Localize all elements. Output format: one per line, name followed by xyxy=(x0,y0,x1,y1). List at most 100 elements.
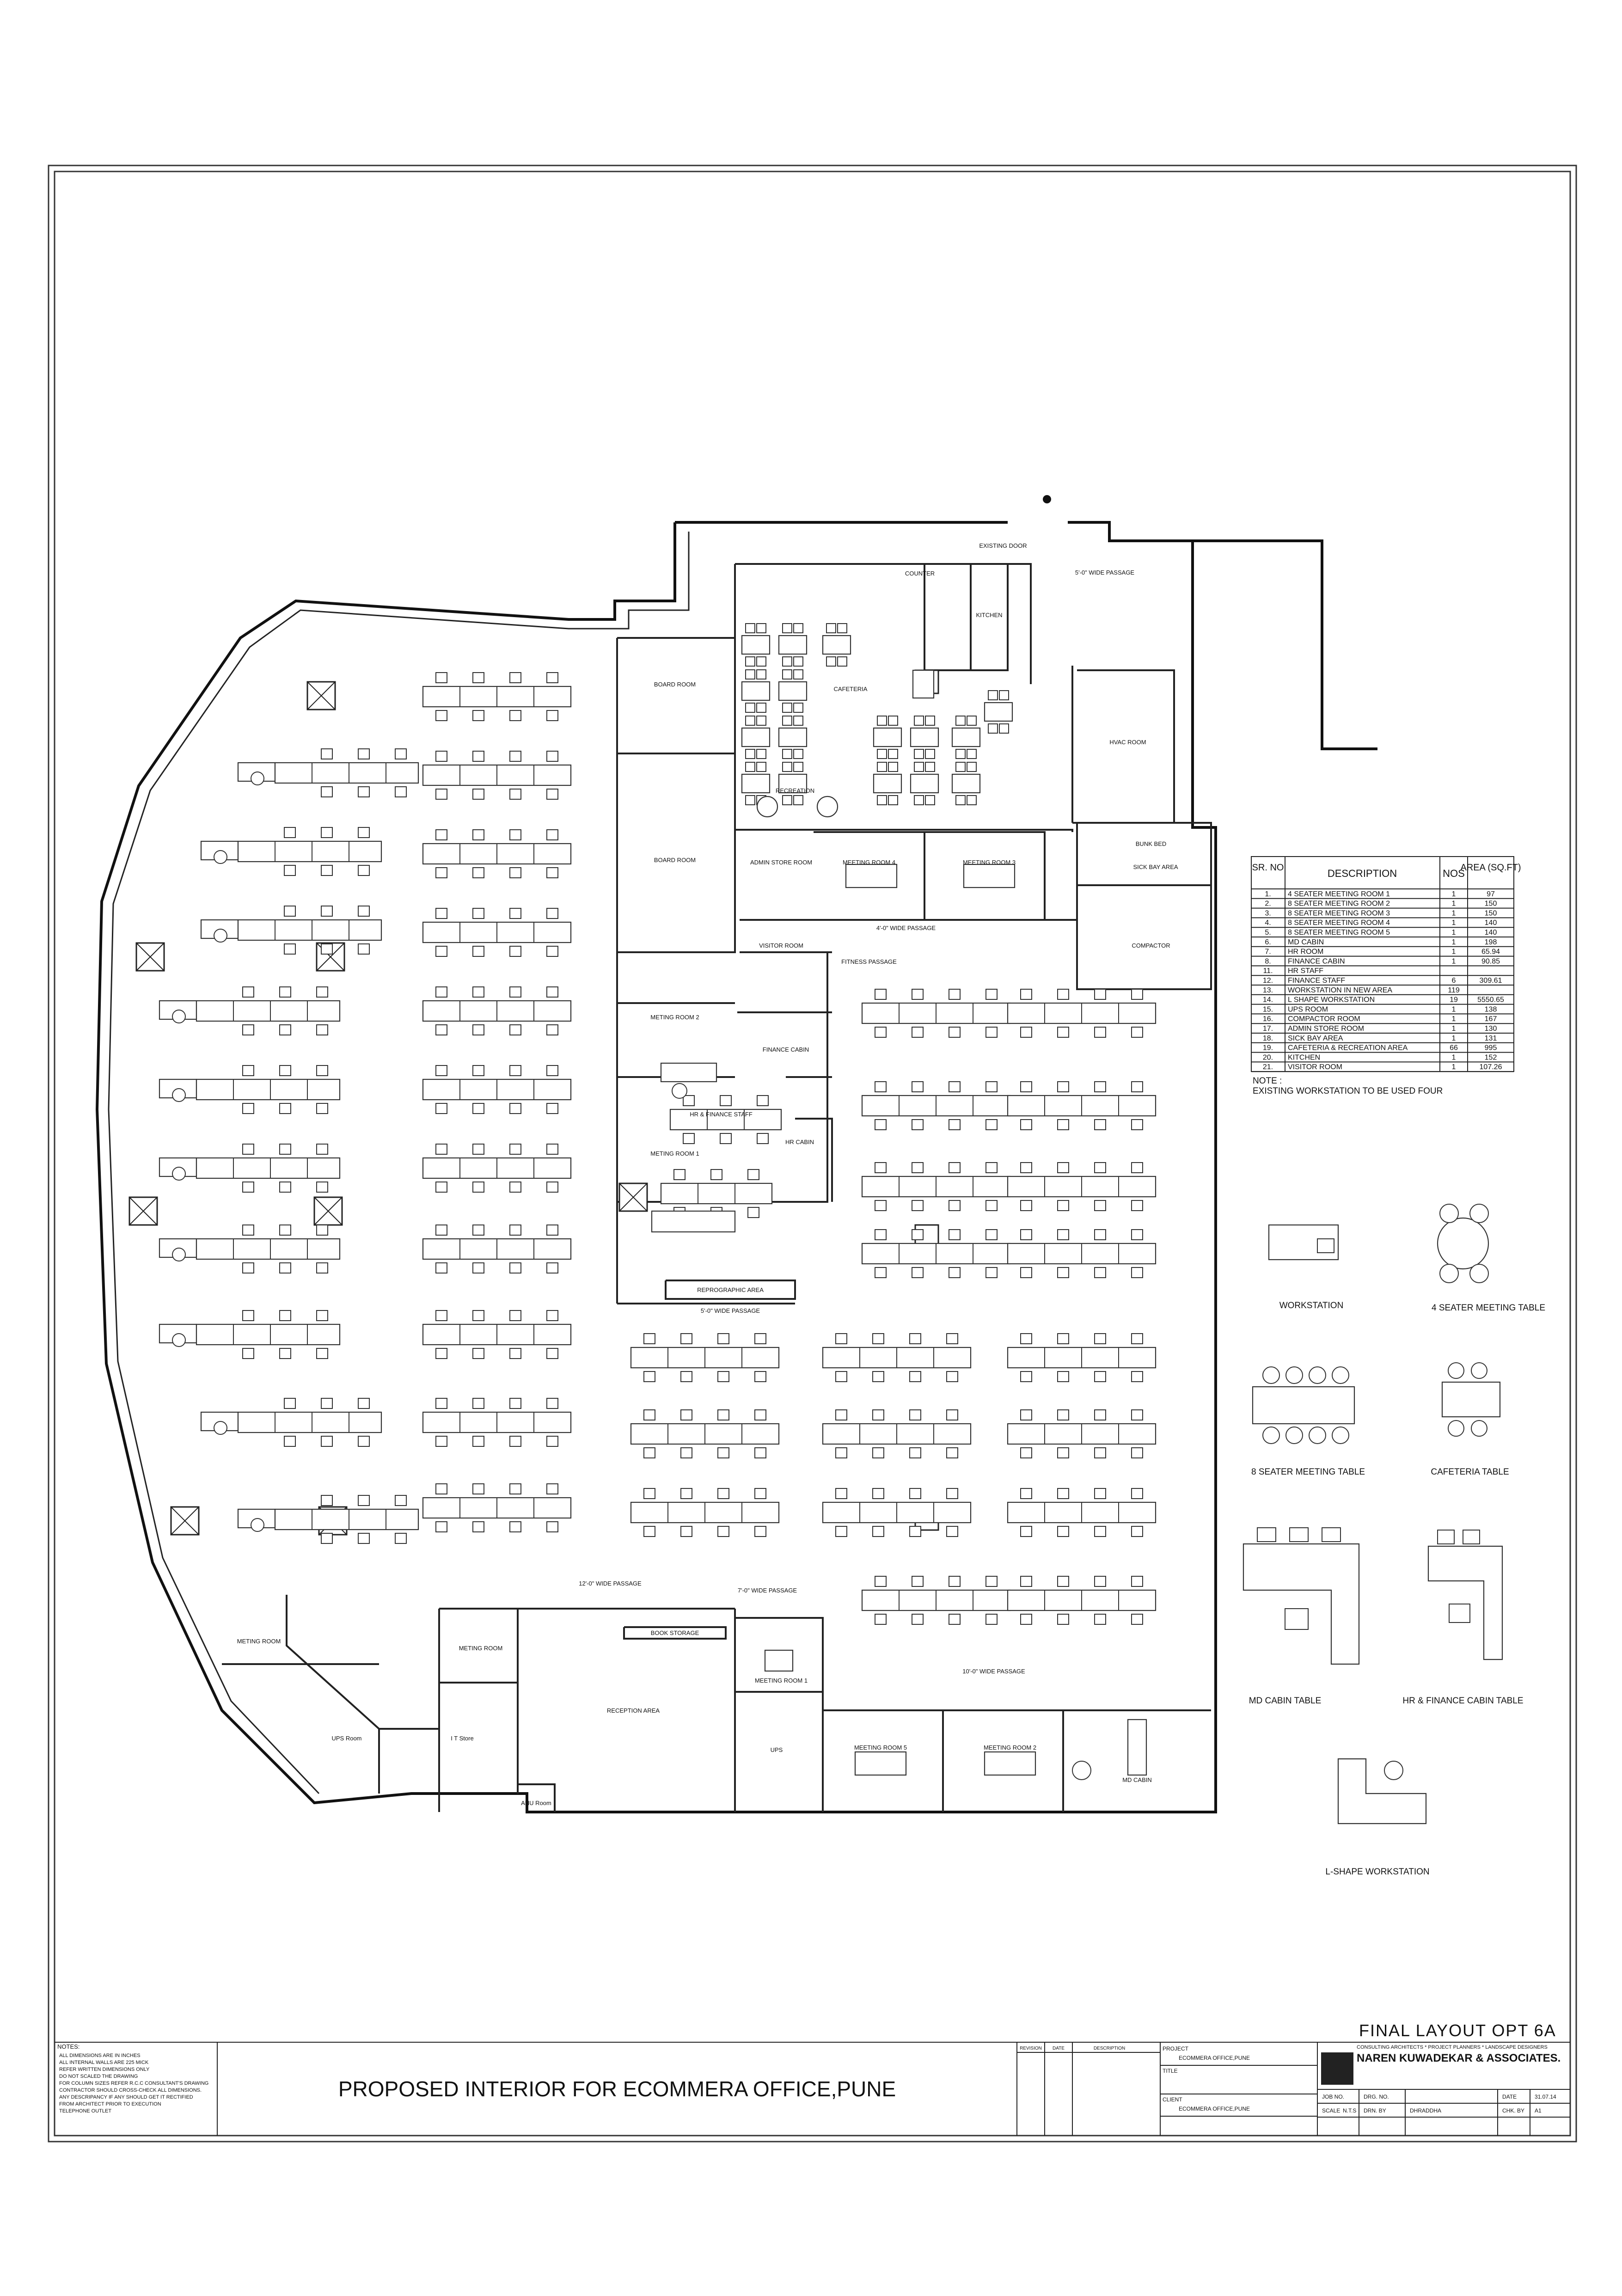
schedule-cell-no: 17. xyxy=(1263,1025,1273,1033)
label-counter: COUNTER xyxy=(905,570,935,577)
schedule-cell-desc: HR STAFF xyxy=(1288,967,1323,975)
note-line: ALL INTERNAL WALLS ARE 225 MICK xyxy=(59,2060,149,2065)
workstation-cluster-west xyxy=(159,672,572,1544)
note-line: CONTRACTOR SHOULD CROSS-CHECK ALL DIMENS… xyxy=(59,2088,202,2093)
structural-columns xyxy=(129,669,939,1536)
schedule-cell-nos: 1 xyxy=(1452,1063,1456,1071)
sheet-border-inner xyxy=(54,171,1571,2137)
label-meeting-room-left: METING ROOM xyxy=(237,1638,281,1645)
label-passage-7: 7'-0" WIDE PASSAGE xyxy=(738,1587,797,1594)
schedule-cell-no: 20. xyxy=(1263,1053,1273,1061)
date-value: 31.07.14 xyxy=(1535,2094,1556,2100)
note-line: REFER WRITTEN DIMENSIONS ONLY xyxy=(59,2067,150,2072)
schedule-cell-nos: 1 xyxy=(1452,890,1456,898)
schedule-cell-desc: 4 SEATER MEETING ROOM 1 xyxy=(1288,890,1390,898)
schedule-cell-area: 152 xyxy=(1485,1053,1497,1061)
schedule-cell-desc: COMPACTOR ROOM xyxy=(1288,1015,1360,1023)
schedule-cell-nos: 1 xyxy=(1452,948,1456,956)
schedule-header-nos: NOS xyxy=(1443,868,1465,879)
schedule-cell-no: 7. xyxy=(1265,948,1271,956)
schedule-cell-nos: 1 xyxy=(1452,938,1456,946)
schedule-cell-nos: 1 xyxy=(1452,909,1456,917)
drn-by-value: DHRADDHA xyxy=(1410,2107,1441,2114)
schedule-cell-nos: 1 xyxy=(1452,1005,1456,1013)
schedule-cell-area: 90.85 xyxy=(1481,957,1500,965)
schedule-header-area: AREA (SQ.FT) xyxy=(1460,863,1521,873)
date-label: DATE xyxy=(1502,2094,1517,2100)
schedule-cell-area: 150 xyxy=(1485,900,1497,908)
label-ups: UPS xyxy=(771,1746,783,1753)
revision-label: REVISION xyxy=(1020,2046,1042,2051)
schedule-cell-area: 150 xyxy=(1485,909,1497,917)
label-compactor: COMPACTOR xyxy=(1132,942,1170,949)
schedule-cell-desc: SICK BAY AREA xyxy=(1288,1035,1343,1042)
sheet-border-outer xyxy=(48,165,1577,2143)
schedule-cell-area: 131 xyxy=(1485,1035,1497,1042)
schedule-cell-desc: HR ROOM xyxy=(1288,948,1323,956)
schedule-cell-no: 8. xyxy=(1265,957,1271,965)
label-meeting-room-1: METING ROOM 1 xyxy=(650,1150,699,1157)
schedule-note-label: NOTE : xyxy=(1253,1076,1282,1086)
schedule-cell-desc: UPS ROOM xyxy=(1288,1005,1328,1013)
label-visitor-room: VISITOR ROOM xyxy=(759,942,803,949)
schedule-cell-desc: MD CABIN xyxy=(1288,938,1324,946)
schedule-header-no: SR. NO xyxy=(1252,863,1284,873)
schedule-cell-no: 18. xyxy=(1263,1035,1273,1042)
firm-name: NAREN KUWADEKAR & ASSOCIATES. xyxy=(1357,2052,1561,2064)
schedule-cell-area: 140 xyxy=(1485,929,1497,937)
label-passage-4: 4'-0" WIDE PASSAGE xyxy=(876,925,936,931)
schedule-cell-desc: FINANCE CABIN xyxy=(1288,957,1345,965)
schedule-cell-area: 130 xyxy=(1485,1025,1497,1033)
label-admin-store: ADMIN STORE ROOM xyxy=(750,859,812,866)
label-fitness-passage: FITNESS PASSAGE xyxy=(841,958,897,965)
label-recreation: RECREATION xyxy=(776,787,814,794)
label-passage-12: 12'-0" WIDE PASSAGE xyxy=(579,1580,642,1587)
legend-workstation: WORKSTATION xyxy=(1279,1301,1344,1310)
legend-md-cabin: MD CABIN TABLE xyxy=(1249,1696,1322,1706)
sheet-value: A1 xyxy=(1535,2107,1542,2114)
schedule-cell-area: 5550.65 xyxy=(1477,996,1504,1004)
schedule-note-text: EXISTING WORKSTATION TO BE USED FOUR xyxy=(1253,1086,1443,1096)
label-meeting-room-mid: METING ROOM xyxy=(459,1645,503,1652)
schedule-cell-no: 2. xyxy=(1265,900,1271,908)
label-existing-door: EXISTING DOOR xyxy=(979,542,1027,549)
schedule-cell-nos: 1 xyxy=(1452,919,1456,927)
scale-value: N.T.S xyxy=(1343,2107,1356,2114)
schedule-cell-area: 65.94 xyxy=(1481,948,1500,956)
schedule-cell-no: 1. xyxy=(1265,890,1271,898)
legend-4-seater: 4 SEATER MEETING TABLE xyxy=(1432,1303,1545,1313)
drn-by-label: DRN. BY xyxy=(1364,2107,1386,2114)
schedule-cell-nos: 1 xyxy=(1452,1015,1456,1023)
schedule-cell-no: 5. xyxy=(1265,929,1271,937)
schedule-cell-desc: WORKSTATION IN NEW AREA xyxy=(1288,986,1392,994)
schedule-cell-area: 107.26 xyxy=(1480,1063,1502,1071)
drg-no-label: DRG. NO. xyxy=(1364,2094,1389,2100)
label-board-room-2: BOARD ROOM xyxy=(654,857,696,863)
label-meeting-3: MEETING ROOM 3 xyxy=(963,859,1016,866)
schedule-cell-desc: ADMIN STORE ROOM xyxy=(1288,1025,1364,1033)
schedule-cell-area: 309.61 xyxy=(1480,977,1502,985)
furniture-legend: WORKSTATION 4 SEATER MEETING TABLE 8 SEA… xyxy=(1243,1204,1545,1877)
label-ahu-room: AHU Room xyxy=(521,1800,551,1806)
label-it-store: I T Store xyxy=(451,1735,473,1742)
legend-cafeteria: CAFETERIA TABLE xyxy=(1431,1467,1509,1477)
schedule-cell-desc: 8 SEATER MEETING ROOM 2 xyxy=(1288,900,1390,908)
area-schedule: SR. NO DESCRIPTION NOS AREA (SQ.FT) 1.4 … xyxy=(1251,856,1521,1096)
schedule-cell-desc: 8 SEATER MEETING ROOM 3 xyxy=(1288,909,1390,917)
schedule-cell-nos: 1 xyxy=(1452,1035,1456,1042)
label-meeting-room-2b: MEETING ROOM 2 xyxy=(984,1744,1036,1751)
note-line: ALL DIMENSIONS ARE IN INCHES xyxy=(59,2053,141,2058)
label-meeting-room-2: METING ROOM 2 xyxy=(650,1014,699,1021)
scale-label: SCALE xyxy=(1322,2107,1340,2114)
schedule-cell-nos: 66 xyxy=(1450,1044,1458,1052)
notes-heading: NOTES: xyxy=(57,2043,80,2050)
schedule-cell-area: 97 xyxy=(1487,890,1495,898)
project-label: PROJECT xyxy=(1163,2045,1189,2052)
note-line: TELEPHONE OUTLET xyxy=(59,2108,111,2114)
legend-8-seater: 8 SEATER MEETING TABLE xyxy=(1251,1467,1365,1477)
schedule-cell-area: 995 xyxy=(1485,1044,1497,1052)
schedule-cell-nos: 1 xyxy=(1452,1053,1456,1061)
note-line: FROM ARCHITECT PRIOR TO EXECUTION xyxy=(59,2101,161,2107)
schedule-cell-no: 14. xyxy=(1263,996,1273,1004)
schedule-cell-desc: FINANCE STAFF xyxy=(1288,977,1345,985)
